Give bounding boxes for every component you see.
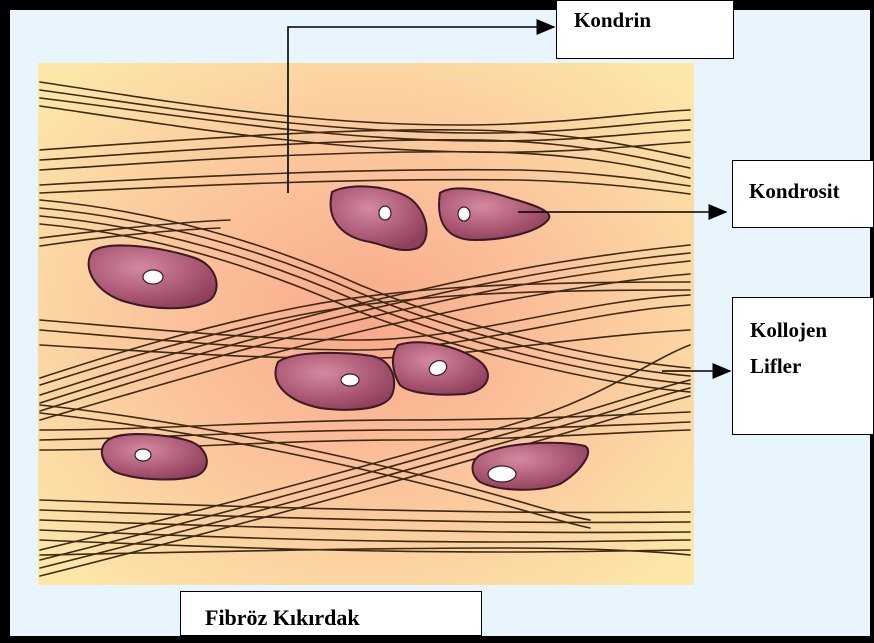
label-kollojen-lifler: Kollojen Lifler (732, 297, 874, 435)
label-lifler-text: Lifler (750, 353, 873, 379)
label-kollojen-text: Kollojen (750, 317, 873, 343)
label-kondrosit-text: Kondrosit (749, 179, 840, 203)
label-kondrin-text: Kondrin (574, 8, 651, 32)
diagram-title-text: Fibröz Kıkırdak (205, 605, 360, 630)
diagram-title: Fibröz Kıkırdak (180, 591, 482, 636)
label-kondrosit: Kondrosit (732, 160, 874, 228)
label-kondrin: Kondrin (556, 0, 734, 59)
chondrocyte-cell (102, 434, 207, 479)
